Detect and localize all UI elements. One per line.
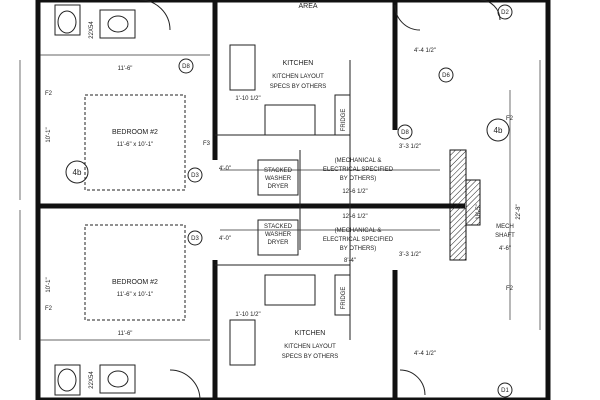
kitchen-upper-note2: SPECS BY OTHERS [270, 84, 327, 90]
door-tag-d2: D2 [501, 10, 509, 16]
kitchen-counters [229, 44, 351, 366]
washer-lower-l1: STACKED [264, 224, 293, 230]
bathroom-fixtures [54, 4, 136, 396]
dim-1-10-lower: 1'-10 1/2" [235, 312, 260, 318]
f2-tag-right-upper: F2 [506, 116, 514, 122]
bedroom-upper-size: 11'-6" x 10'-1" [117, 142, 153, 148]
dimension-lines [19, 54, 541, 341]
area-label: AREA [298, 3, 317, 10]
callout-4b-right: 4b [494, 126, 503, 135]
mech-upper-l1: (MECHANICAL & [335, 158, 382, 164]
mech-upper-l2: ELECTRICAL SPECIFIED [323, 167, 394, 173]
kitchen-lower-title: KITCHEN [295, 330, 326, 337]
washer-upper-l1: STACKED [264, 168, 293, 174]
dim-12-6-upper: 12'-6 1/2" [342, 189, 367, 195]
dim-4-0-upper: 4'-0" [219, 166, 231, 172]
walls [35, 0, 551, 400]
washer-upper-l3: DRYER [268, 184, 290, 190]
door-tag-d8-upper: D8 [182, 64, 190, 70]
mech-lower-l1: (MECHANICAL & [335, 228, 382, 234]
door-tag-d6: D6 [442, 73, 450, 79]
mech-shaft-hatch [449, 149, 481, 261]
dim-11-6-upper: 11'-6" [118, 66, 133, 72]
dim-4-4-lower: 4'-4 1/2" [414, 351, 436, 357]
mech-shaft-l2: SHAFT [495, 233, 515, 239]
f3-tag: F3 [203, 141, 211, 147]
f2-tag-left-lower: F2 [45, 306, 53, 312]
mech-upper-l3: BY OTHERS) [340, 176, 377, 182]
dim-10-1-upper: 10'-1" [46, 127, 52, 142]
mech-lower-l3: BY OTHERS) [340, 246, 377, 252]
bedroom-lower-title: BEDROOM #2 [112, 279, 158, 286]
dim-8-4: 8'-4" [344, 258, 356, 264]
dim-1-10-upper: 1'-10 1/2" [235, 96, 260, 102]
dim-3-3-lower: 3'-3 1/2" [399, 252, 421, 258]
washer-upper-l2: WASHER [265, 176, 292, 182]
mech-lower-l2: ELECTRICAL SPECIFIED [323, 237, 394, 243]
door-tag-d3-lower: D3 [191, 236, 199, 242]
dim-4-0-lower: 4'-0" [219, 236, 231, 242]
washer-lower-l2: WASHER [265, 232, 292, 238]
dim-12-6-lower: 12'-6 1/2" [342, 214, 367, 220]
door-tag-d8-mid: D8 [401, 130, 409, 136]
dim-22x54-upper: 22X54 [89, 21, 95, 39]
kitchen-lower-note1: KITCHEN LAYOUT [284, 344, 336, 350]
labels: AREA KITCHEN KITCHEN LAYOUT SPECS BY OTH… [45, 3, 522, 389]
callout-4b-left: 4b [73, 168, 82, 177]
dim-18-5: 18'-5" [476, 204, 482, 219]
callouts: 4b 4b D8 D8 D3 D3 D6 D2 D1 [65, 4, 513, 398]
f2-tag-right-lower: F2 [506, 286, 514, 292]
f2-tag-left-upper: F2 [45, 91, 53, 97]
callout-4b-left-bubble [65, 160, 89, 184]
dim-4-4-upper: 4'-4 1/2" [414, 48, 436, 54]
beds [84, 94, 186, 321]
dim-3-3-upper: 3'-3 1/2" [399, 144, 421, 150]
fridge-upper: FRIDGE [341, 109, 347, 132]
dim-22x54-lower: 22X54 [89, 371, 95, 389]
kitchen-upper-title: KITCHEN [283, 60, 314, 67]
bedroom-upper-title: BEDROOM #2 [112, 129, 158, 136]
dim-10-1-lower: 10'-1" [46, 277, 52, 292]
callout-4b-right-bubble [486, 118, 510, 142]
mech-shaft-l1: MECH [496, 224, 514, 230]
kitchen-upper-note1: KITCHEN LAYOUT [272, 74, 324, 80]
bedroom-lower-size: 11'-6" x 10'-1" [117, 292, 153, 298]
kitchen-lower-note2: SPECS BY OTHERS [282, 354, 339, 360]
door-tag-d3-upper: D3 [191, 173, 199, 179]
dim-4-6: 4'-6" [499, 246, 511, 252]
washer-lower-l3: DRYER [268, 240, 290, 246]
fridge-lower: FRIDGE [341, 287, 347, 310]
door-tag-d1: D1 [501, 388, 509, 394]
dim-11-6-lower: 11'-6" [118, 331, 133, 337]
dim-22-8: 22'-8" [516, 204, 522, 219]
